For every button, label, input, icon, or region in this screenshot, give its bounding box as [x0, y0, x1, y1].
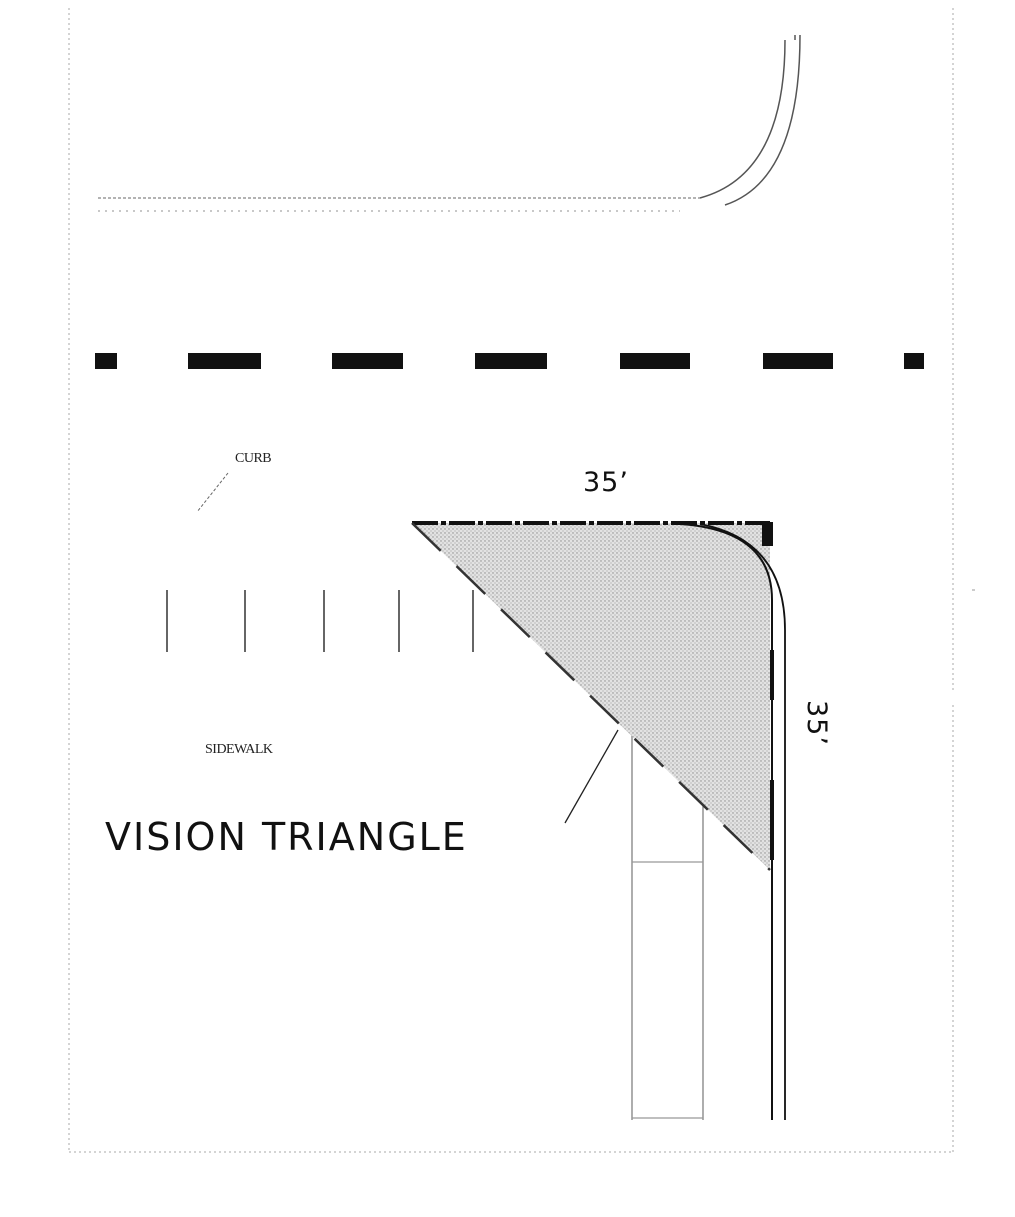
centerline-dash [332, 353, 403, 369]
crosswalk-horizontal [166, 590, 474, 652]
page-border [68, 8, 954, 1153]
centerline-dash [620, 353, 690, 369]
curb-label: CURB [235, 451, 271, 466]
dimension-vertical-label: 35’ [801, 700, 832, 746]
triangle-hypotenuse [411, 522, 771, 871]
centerline-dash [763, 353, 833, 369]
dimension-horizontal-label: 35’ [583, 467, 629, 498]
curb-leader-line [196, 472, 229, 513]
road-centerline [95, 353, 924, 369]
upper-curb-line [98, 34, 801, 212]
crosswalk-vertical [631, 730, 704, 1120]
sidewalk-label: SIDEWALK [205, 742, 273, 757]
centerline-dash [904, 353, 924, 369]
vision-triangle [411, 521, 773, 871]
triangle-corner-marker [762, 522, 773, 546]
vision-triangle-leader-line [564, 729, 619, 824]
centerline-dash [188, 353, 261, 369]
centerline-dash [95, 353, 117, 369]
corner-curb [679, 523, 786, 1120]
centerline-dash [475, 353, 547, 369]
vision-triangle-label: VISION TRIANGLE [105, 815, 468, 859]
